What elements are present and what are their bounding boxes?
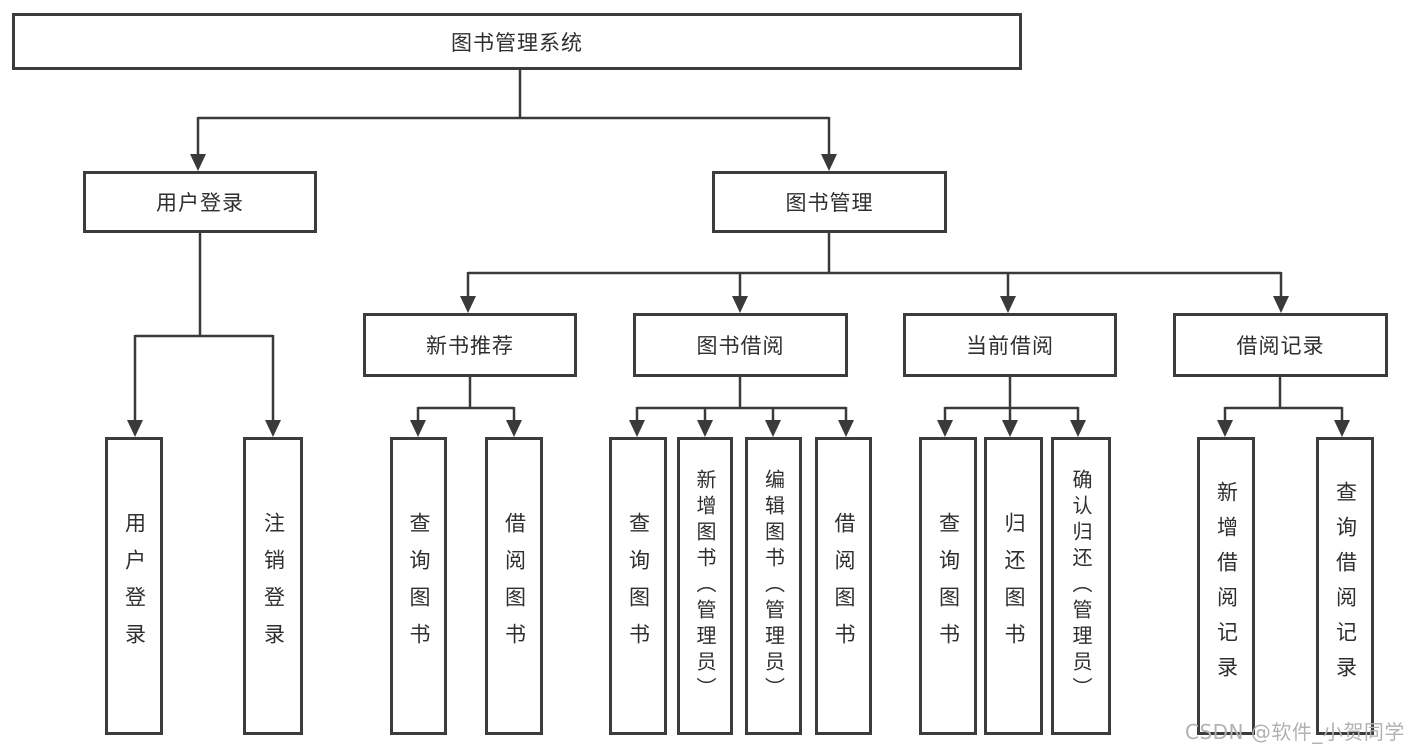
leaf-bb-borrow-books-label: 借阅图书 — [832, 512, 856, 660]
leaf-user-login-label: 用户登录 — [122, 512, 147, 660]
leaf-cb-confirm-return-admin: 确认归还（管理员） — [1051, 437, 1111, 735]
leaf-user-login: 用户登录 — [105, 437, 163, 735]
leaf-logout-label: 注销登录 — [261, 512, 286, 660]
leaf-bb-borrow-books: 借阅图书 — [815, 437, 872, 735]
leaf-br-add-record: 新增借阅记录 — [1197, 437, 1255, 735]
leaf-br-query-record: 查询借阅记录 — [1316, 437, 1374, 735]
leaf-bb-add-books-admin-label: 新增图书（管理员） — [693, 469, 717, 703]
leaf-logout: 注销登录 — [243, 437, 303, 735]
leaf-cb-confirm-return-admin-label: 确认归还（管理员） — [1069, 469, 1093, 703]
node-current-borrowing: 当前借阅 — [903, 313, 1117, 377]
node-new-book-recommend-label: 新书推荐 — [426, 334, 514, 358]
leaf-cb-query-books: 查询图书 — [919, 437, 977, 735]
watermark: CSDN @软件_小贺同学 — [1185, 720, 1405, 744]
leaf-nbr-borrow-books-label: 借阅图书 — [502, 512, 527, 660]
node-book-management-label: 图书管理 — [785, 191, 874, 215]
leaf-cb-return-books-label: 归还图书 — [1002, 512, 1026, 660]
leaf-bb-query-books-label: 查询图书 — [626, 512, 651, 660]
leaf-cb-query-books-label: 查询图书 — [936, 512, 961, 660]
node-book-management: 图书管理 — [712, 171, 947, 233]
node-borrowing-records-label: 借阅记录 — [1236, 334, 1325, 358]
arrowhead-icons — [127, 154, 1350, 437]
node-root-label: 图书管理系统 — [451, 30, 583, 55]
leaf-br-query-record-label: 查询借阅记录 — [1333, 481, 1358, 691]
leaf-bb-add-books-admin: 新增图书（管理员） — [677, 437, 733, 735]
node-borrowing-records: 借阅记录 — [1173, 313, 1388, 377]
node-book-borrowing-label: 图书借阅 — [696, 334, 785, 358]
leaf-bb-query-books: 查询图书 — [609, 437, 667, 735]
node-new-book-recommend: 新书推荐 — [363, 313, 577, 377]
leaf-bb-edit-books-admin-label: 编辑图书（管理员） — [761, 469, 786, 703]
leaf-nbr-query-books-label: 查询图书 — [407, 512, 431, 660]
leaf-br-add-record-label: 新增借阅记录 — [1214, 481, 1239, 691]
node-root: 图书管理系统 — [12, 13, 1022, 70]
leaf-nbr-borrow-books: 借阅图书 — [485, 437, 543, 735]
node-current-borrowing-label: 当前借阅 — [966, 334, 1054, 358]
leaf-cb-return-books: 归还图书 — [984, 437, 1043, 735]
node-user-login: 用户登录 — [83, 171, 317, 233]
leaf-nbr-query-books: 查询图书 — [390, 437, 447, 735]
node-book-borrowing: 图书借阅 — [633, 313, 848, 377]
leaf-bb-edit-books-admin: 编辑图书（管理员） — [745, 437, 802, 735]
node-user-login-label: 用户登录 — [156, 191, 244, 215]
